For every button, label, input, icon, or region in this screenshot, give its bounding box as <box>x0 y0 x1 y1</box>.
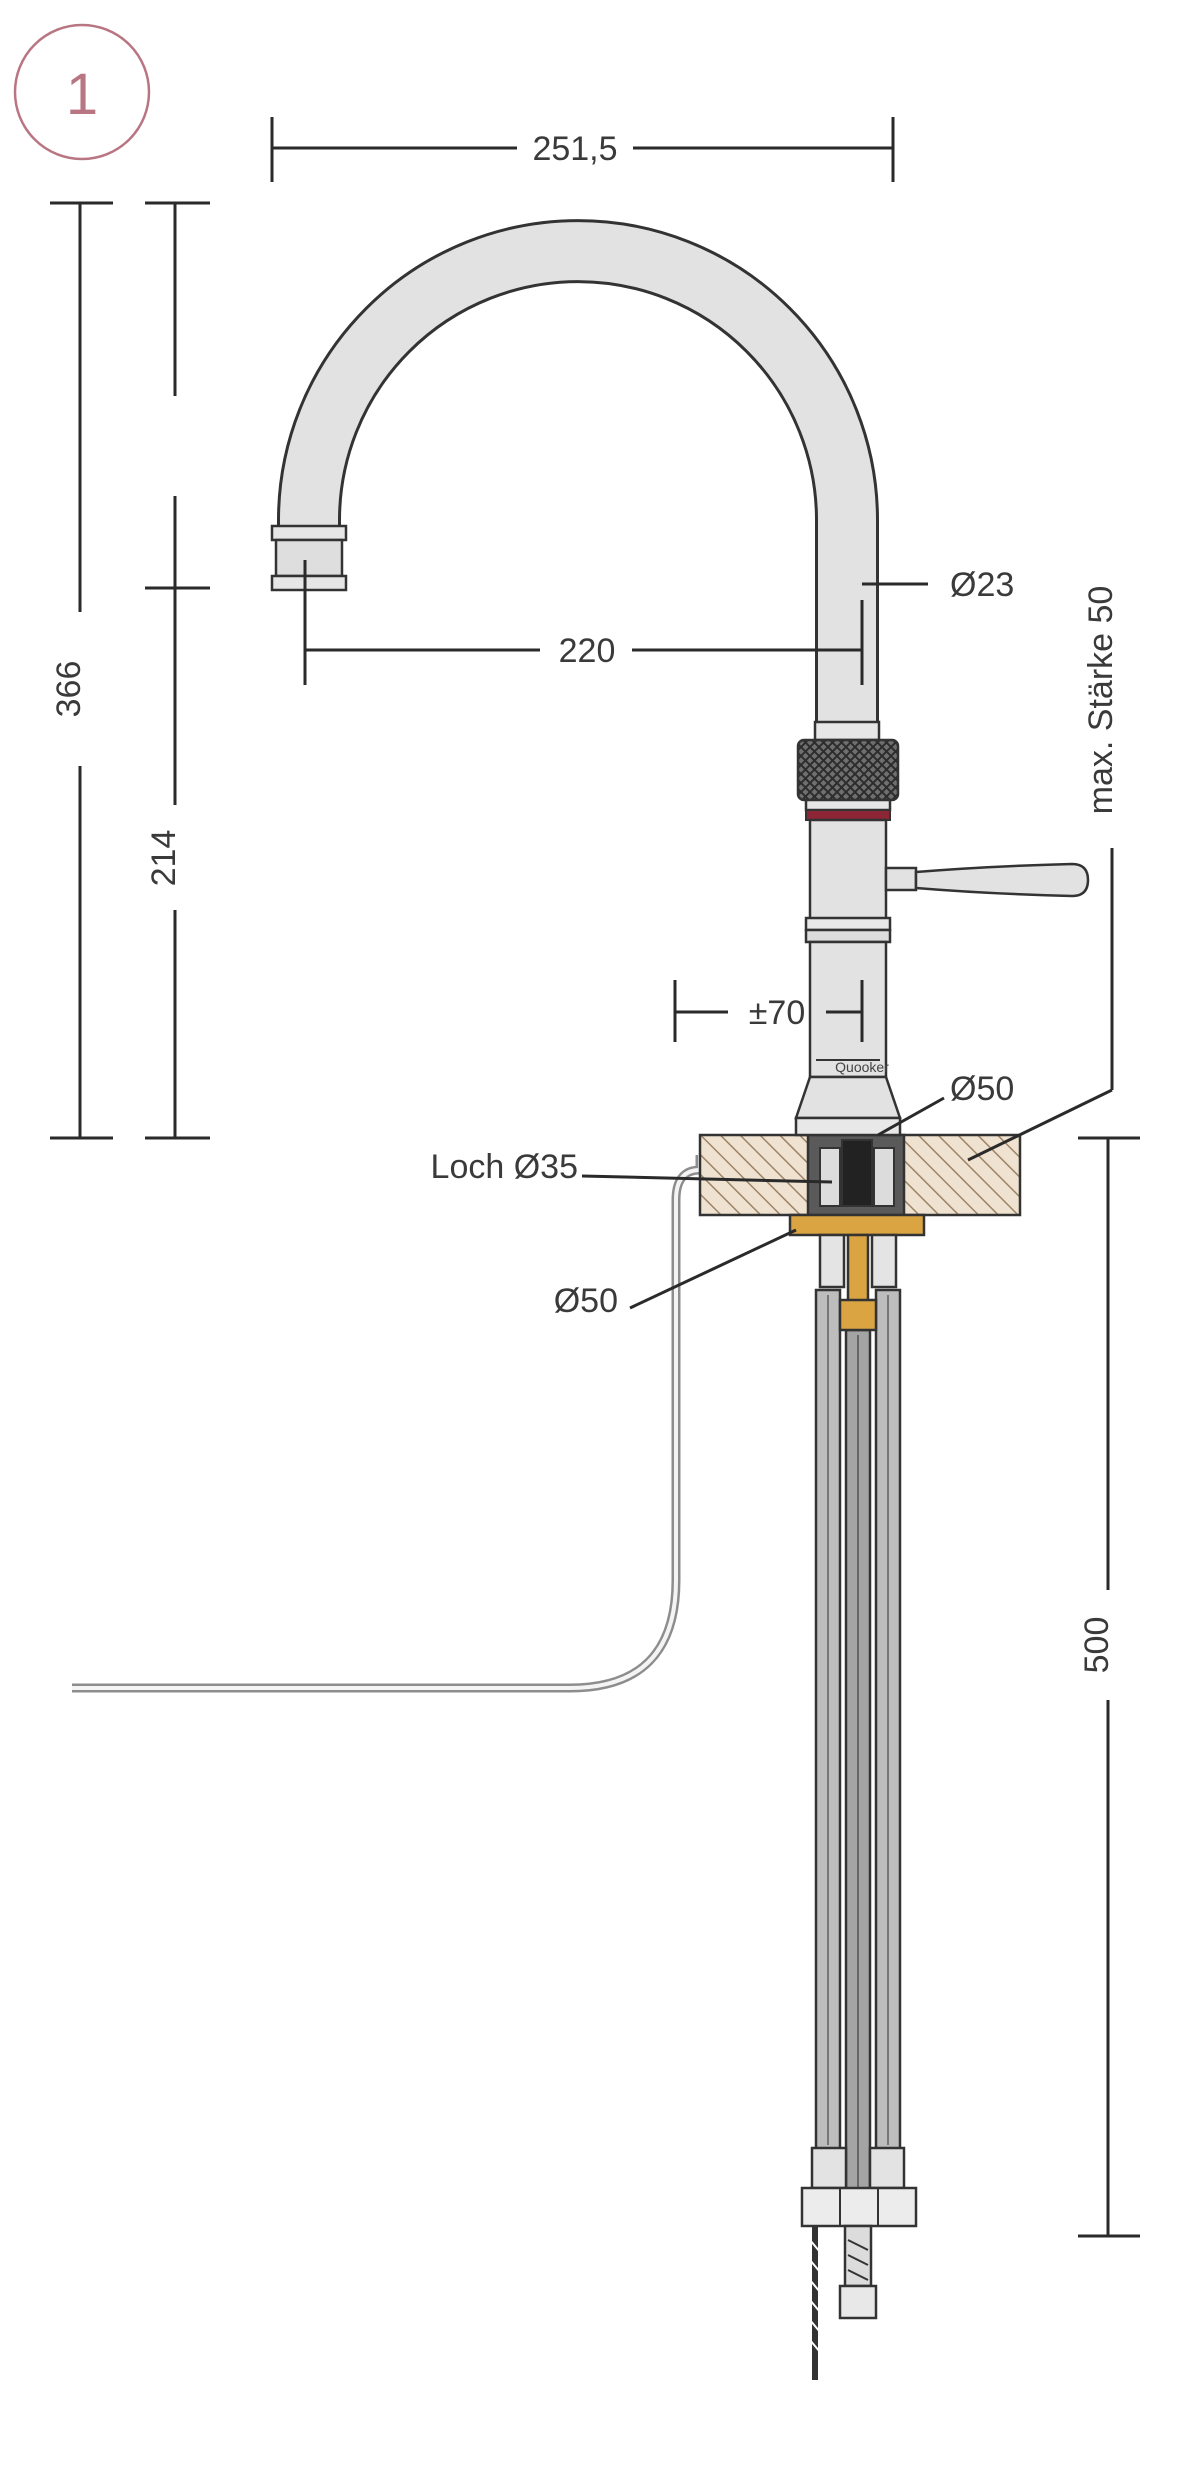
label-hose-length: 500 <box>1078 1617 1116 1674</box>
step-badge-number: 1 <box>66 62 98 127</box>
label-spout-height: 214 <box>145 830 183 887</box>
label-max-thickness: max. Stärke 50 <box>1082 586 1120 815</box>
spout <box>270 219 879 726</box>
brand-logo: Quooker <box>835 1059 889 1075</box>
label-base-diameter: Ø50 <box>950 1070 1014 1108</box>
label-plate-diameter: Ø50 <box>554 1282 618 1320</box>
accent-ring <box>805 809 891 821</box>
supply-hose-left <box>72 1155 705 1693</box>
side-handle <box>884 862 1090 898</box>
label-hole: Loch Ø35 <box>431 1148 578 1186</box>
knurled-collar <box>796 738 900 802</box>
brass-mounting-plate <box>788 1213 926 1237</box>
step-badge: 1 <box>13 23 151 161</box>
dimension-labels: 251,5 220 Ø23 366 214 max. Stärke 50 ±70… <box>50 130 1120 1673</box>
label-overall-reach: 251,5 <box>532 130 617 168</box>
label-spout-reach: 220 <box>559 632 616 670</box>
label-handle-offset: ±70 <box>749 994 805 1032</box>
dimension-lines <box>50 117 1140 2238</box>
faucet-body: Quooker <box>794 720 902 1137</box>
label-total-height: 366 <box>50 661 88 718</box>
label-spout-diameter: Ø23 <box>950 566 1014 604</box>
mounting-assembly <box>788 1133 926 1332</box>
flexible-hoses <box>800 1288 918 2380</box>
